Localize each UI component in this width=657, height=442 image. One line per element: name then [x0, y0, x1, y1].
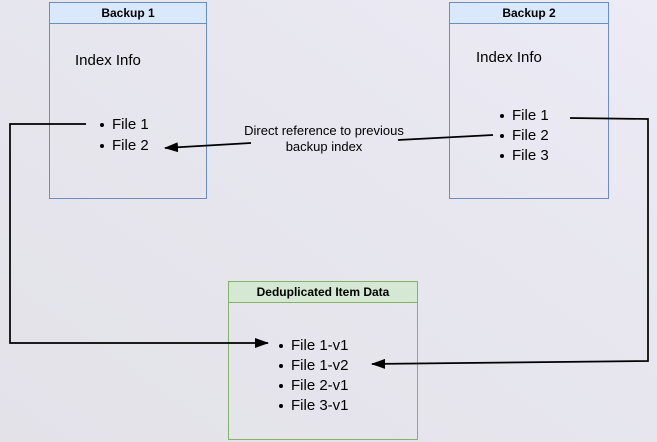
backup2-title: Backup 2	[450, 3, 608, 24]
list-item: File 1-v1	[274, 336, 349, 356]
list-item: File 3-v1	[274, 396, 349, 416]
backup2-box: Backup 2 Index Info File 1 File 2 File 3	[449, 2, 609, 199]
list-item: File 1	[95, 114, 149, 135]
list-item: File 2-v1	[274, 376, 349, 396]
dedup-box: Deduplicated Item Data File 1-v1 File 1-…	[228, 281, 418, 440]
list-item: File 2	[95, 135, 149, 156]
list-item: File 3	[495, 146, 549, 166]
list-item: File 1-v2	[274, 356, 349, 376]
dedup-title: Deduplicated Item Data	[229, 282, 417, 303]
backup2-subtitle: Index Info	[476, 49, 542, 66]
direct-reference-label: Direct reference to previous backup inde…	[244, 123, 404, 154]
backup1-subtitle: Index Info	[75, 52, 141, 69]
backup1-title: Backup 1	[50, 3, 206, 24]
backup1-box: Backup 1 Index Info File 1 File 2	[49, 2, 207, 199]
list-item: File 2	[495, 126, 549, 146]
list-item: File 1	[495, 106, 549, 126]
backup2-file-list: File 1 File 2 File 3	[495, 106, 549, 166]
dedup-file-list: File 1-v1 File 1-v2 File 2-v1 File 3-v1	[274, 336, 349, 416]
backup1-file-list: File 1 File 2	[95, 114, 149, 156]
